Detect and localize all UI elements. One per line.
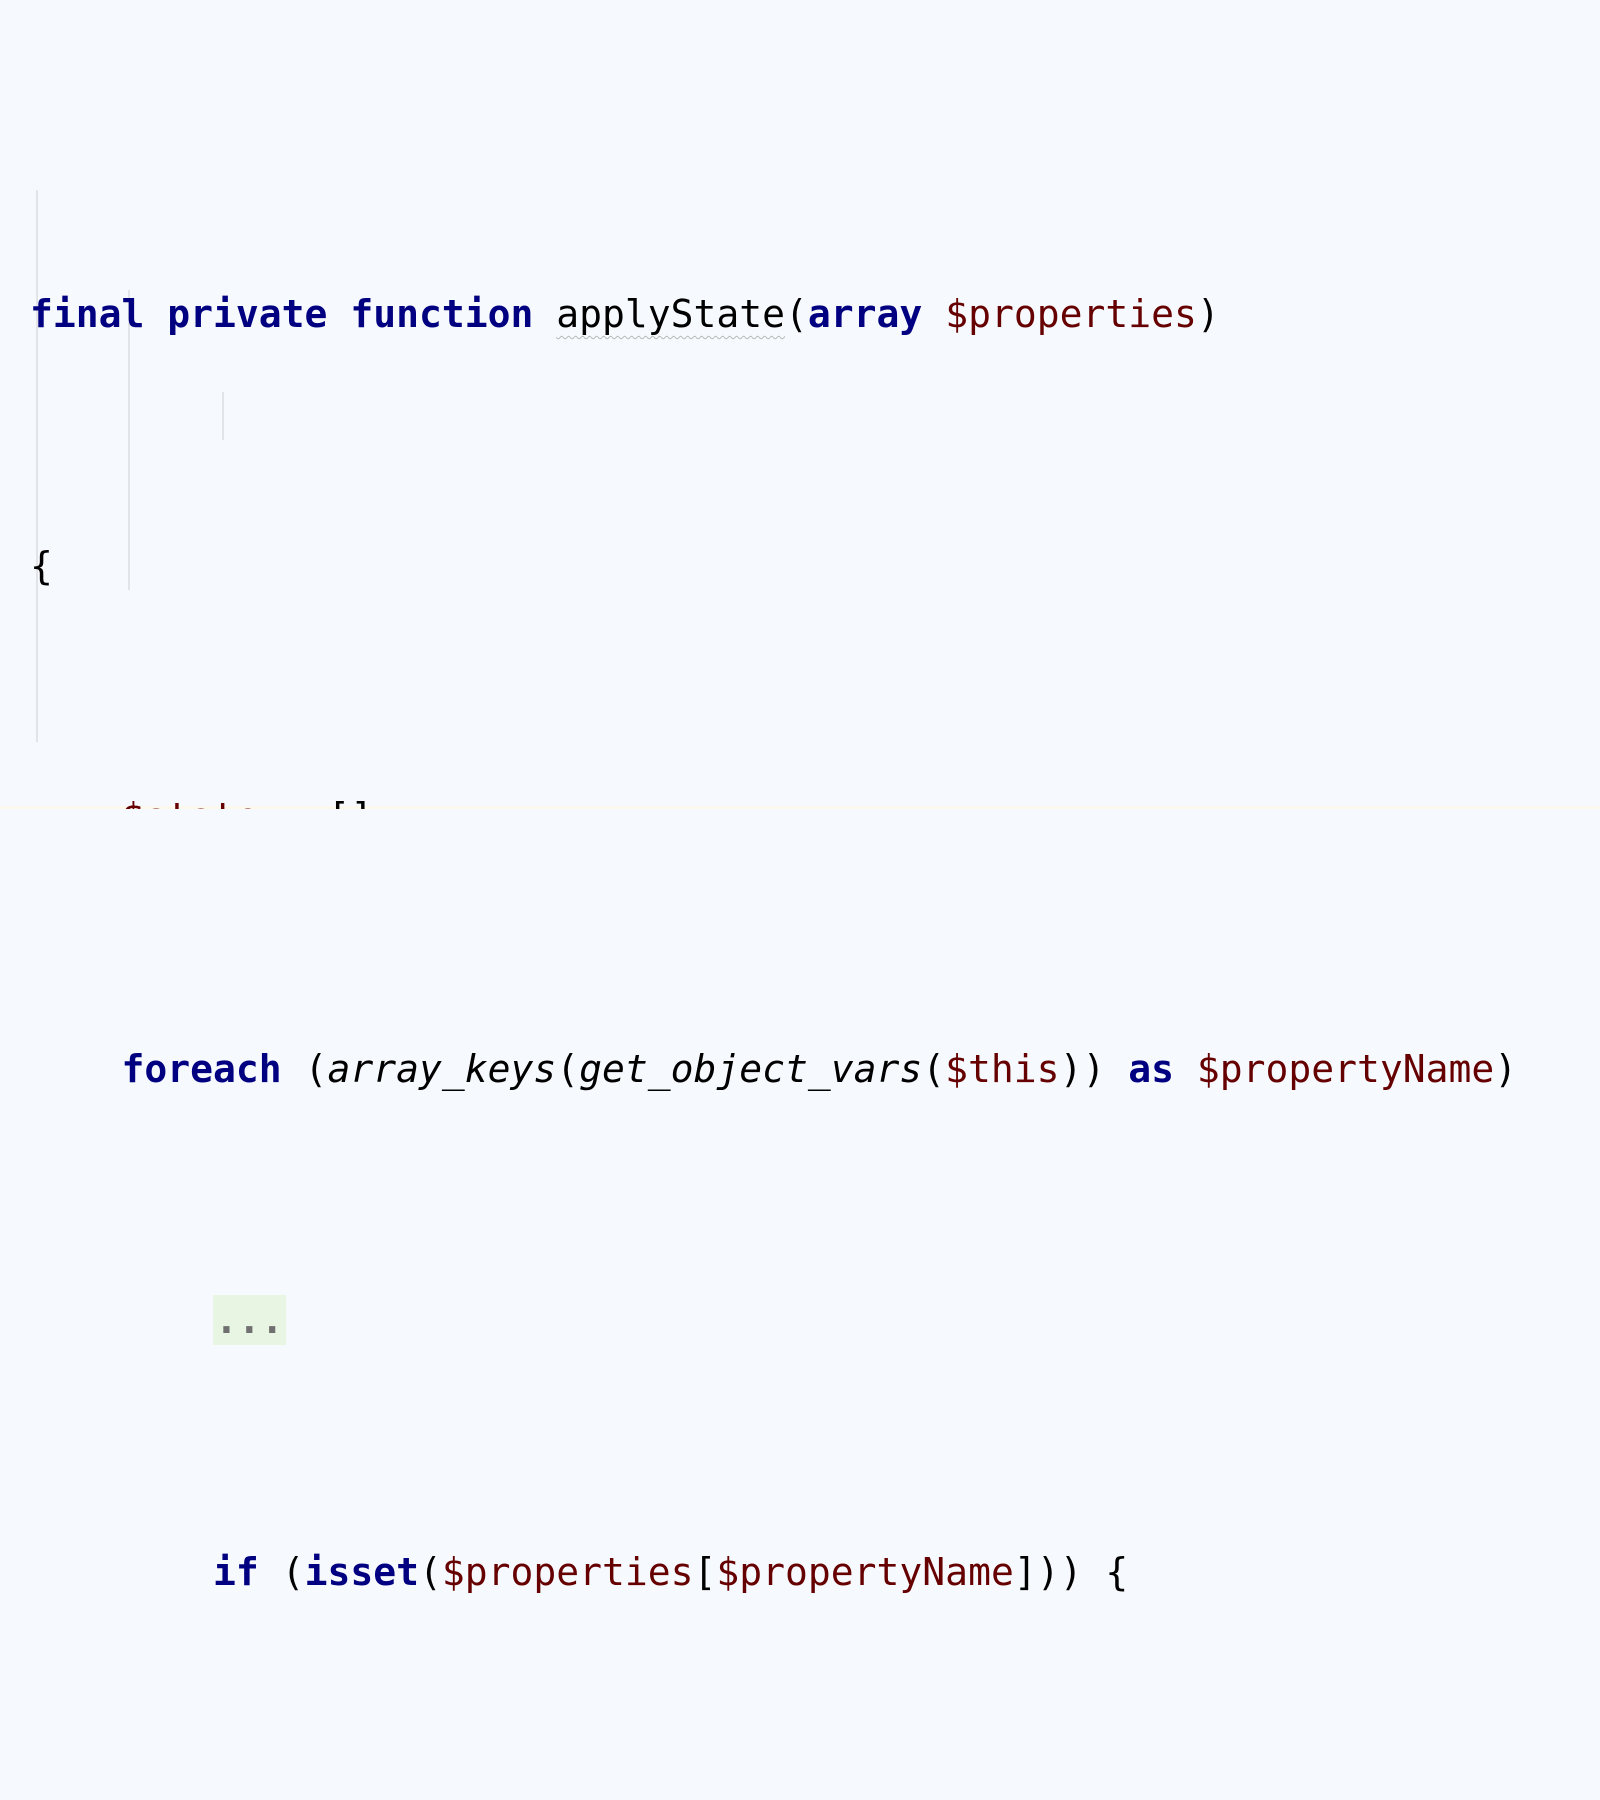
brace-open: {: [30, 543, 53, 588]
empty-editor-area: [0, 809, 1600, 900]
folded-code-placeholder[interactable]: ...: [213, 1295, 286, 1346]
indent-guide-if-body: [222, 392, 224, 440]
code-line-function-signature: final private function applyState(array …: [30, 289, 1517, 339]
code-block: final private function applyState(array …: [30, 88, 1517, 1800]
space: [1174, 1047, 1197, 1091]
paren-close: )): [1059, 1046, 1129, 1091]
indent: [30, 1047, 122, 1091]
keyword-if: if: [213, 1549, 259, 1594]
keyword-final: final: [30, 292, 145, 337]
type-array: array: [807, 292, 923, 337]
code-line-if-isset: if (isset($properties[$propertyName])) {: [30, 1547, 1517, 1597]
paren-open: (: [922, 1046, 946, 1091]
var-properties: $properties: [441, 1549, 694, 1594]
indent: [30, 1550, 213, 1594]
function-get-object-vars: get_object_vars: [579, 1046, 923, 1091]
code-editor[interactable]: final private function applyState(array …: [0, 0, 1600, 1594]
paren-open: (: [258, 1549, 305, 1594]
function-name-warning[interactable]: applyState: [556, 292, 786, 337]
paren-close: ): [1196, 292, 1220, 337]
space: [327, 292, 350, 336]
space: [144, 292, 167, 336]
var-property-name: $propertyName: [1196, 1046, 1495, 1091]
code-line-foreach: foreach (array_keys(get_object_vars($thi…: [30, 1044, 1518, 1094]
keyword-private: private: [167, 292, 328, 337]
paren-open: (: [785, 292, 808, 337]
indent: [30, 1298, 213, 1342]
bracket-close-brace-open: ])) {: [1013, 1549, 1129, 1594]
space: [922, 292, 945, 336]
bracket-open: [: [693, 1549, 717, 1594]
keyword-foreach: foreach: [121, 1046, 282, 1091]
keyword-isset: isset: [304, 1549, 419, 1594]
code-line-assign-property: $this->$propertyName = $properties[$prop…: [30, 1798, 1517, 1800]
space: [533, 292, 556, 336]
paren-close: ): [1494, 1046, 1518, 1091]
paren-open: (: [556, 1046, 580, 1091]
paren-open: (: [281, 1046, 328, 1091]
code-line-folded-region: ...: [30, 1295, 1517, 1346]
keyword-function: function: [350, 292, 534, 337]
paren-open: (: [418, 1549, 442, 1594]
param-properties: $properties: [945, 292, 1197, 337]
var-property-name: $propertyName: [716, 1549, 1014, 1594]
code-line-open-brace: {: [30, 541, 1517, 591]
indent-guide-foreach-body: [128, 290, 130, 590]
indent-guide-function-body: [36, 190, 38, 742]
var-this: $this: [945, 1046, 1060, 1091]
function-array-keys: array_keys: [327, 1046, 557, 1091]
keyword-as: as: [1128, 1046, 1174, 1091]
